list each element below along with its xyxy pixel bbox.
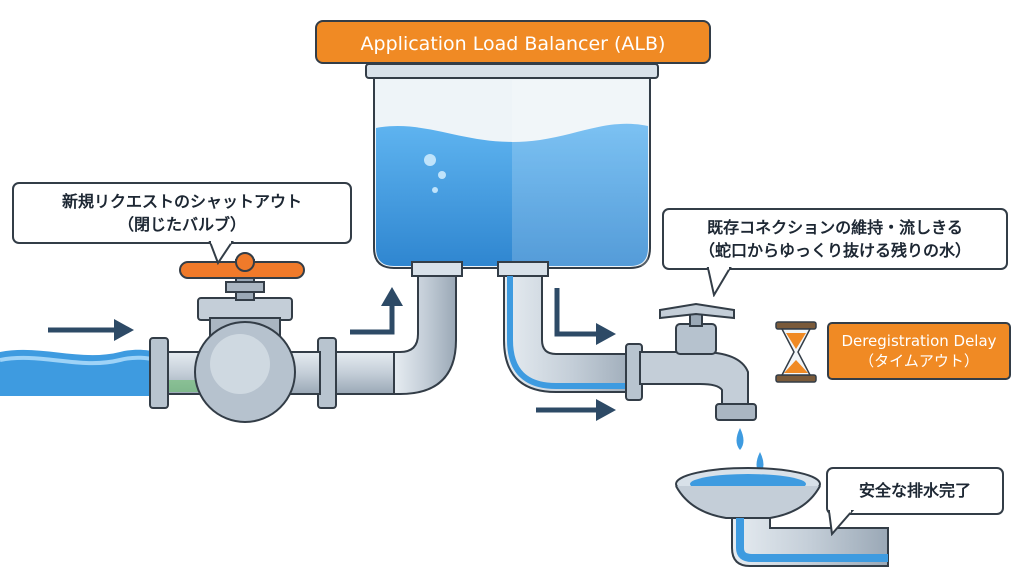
tank-water	[376, 123, 648, 266]
alb-title: Application Load Balancer (ALB)	[315, 20, 711, 64]
drain-complete-callout-tail	[828, 510, 855, 536]
flow-arrow-bottom	[536, 399, 616, 421]
shutoff-callout-line1: 新規リクエストのシャットアウト	[61, 192, 302, 211]
valve-outlet-pipe	[335, 351, 397, 395]
alb-tank	[365, 63, 659, 269]
drain-basin	[675, 467, 889, 567]
water-drop-upper	[736, 428, 744, 450]
hourglass-icon	[775, 321, 817, 383]
drain-complete-text: 安全な排水完了	[858, 481, 971, 500]
deregistration-delay-label: Deregistration Delay （タイムアウト）	[827, 322, 1011, 380]
flow-arrow-down-right	[554, 288, 616, 345]
drain-callout-line2: （蛇口からゆっくり抜ける残りの水）	[698, 241, 971, 260]
drain-callout-line1: 既存コネクションの維持・流しきる	[707, 218, 963, 237]
drain-callout: 既存コネクションの維持・流しきる （蛇口からゆっくり抜ける残りの水）	[662, 208, 1008, 270]
shutoff-callout-line2: （閉じたバルブ）	[117, 215, 246, 234]
flow-arrow-left	[48, 319, 134, 341]
faucet	[625, 302, 757, 421]
tank-outlet-left	[411, 261, 463, 277]
tank-inlet-pipe	[393, 267, 457, 395]
tank-outlet-right	[497, 261, 549, 277]
incoming-water-highlight	[0, 355, 159, 366]
shutoff-callout-tail	[208, 241, 234, 265]
drain-complete-callout: 安全な排水完了	[826, 467, 1004, 515]
deregistration-delay-line2: （タイムアウト）	[859, 352, 979, 370]
deregistration-delay-line1: Deregistration Delay	[841, 332, 997, 350]
gate-valve	[149, 252, 337, 423]
shutoff-callout: 新規リクエストのシャットアウト （閉じたバルブ）	[12, 182, 352, 244]
drain-callout-tail	[706, 267, 732, 297]
flow-arrow-up	[350, 287, 403, 335]
